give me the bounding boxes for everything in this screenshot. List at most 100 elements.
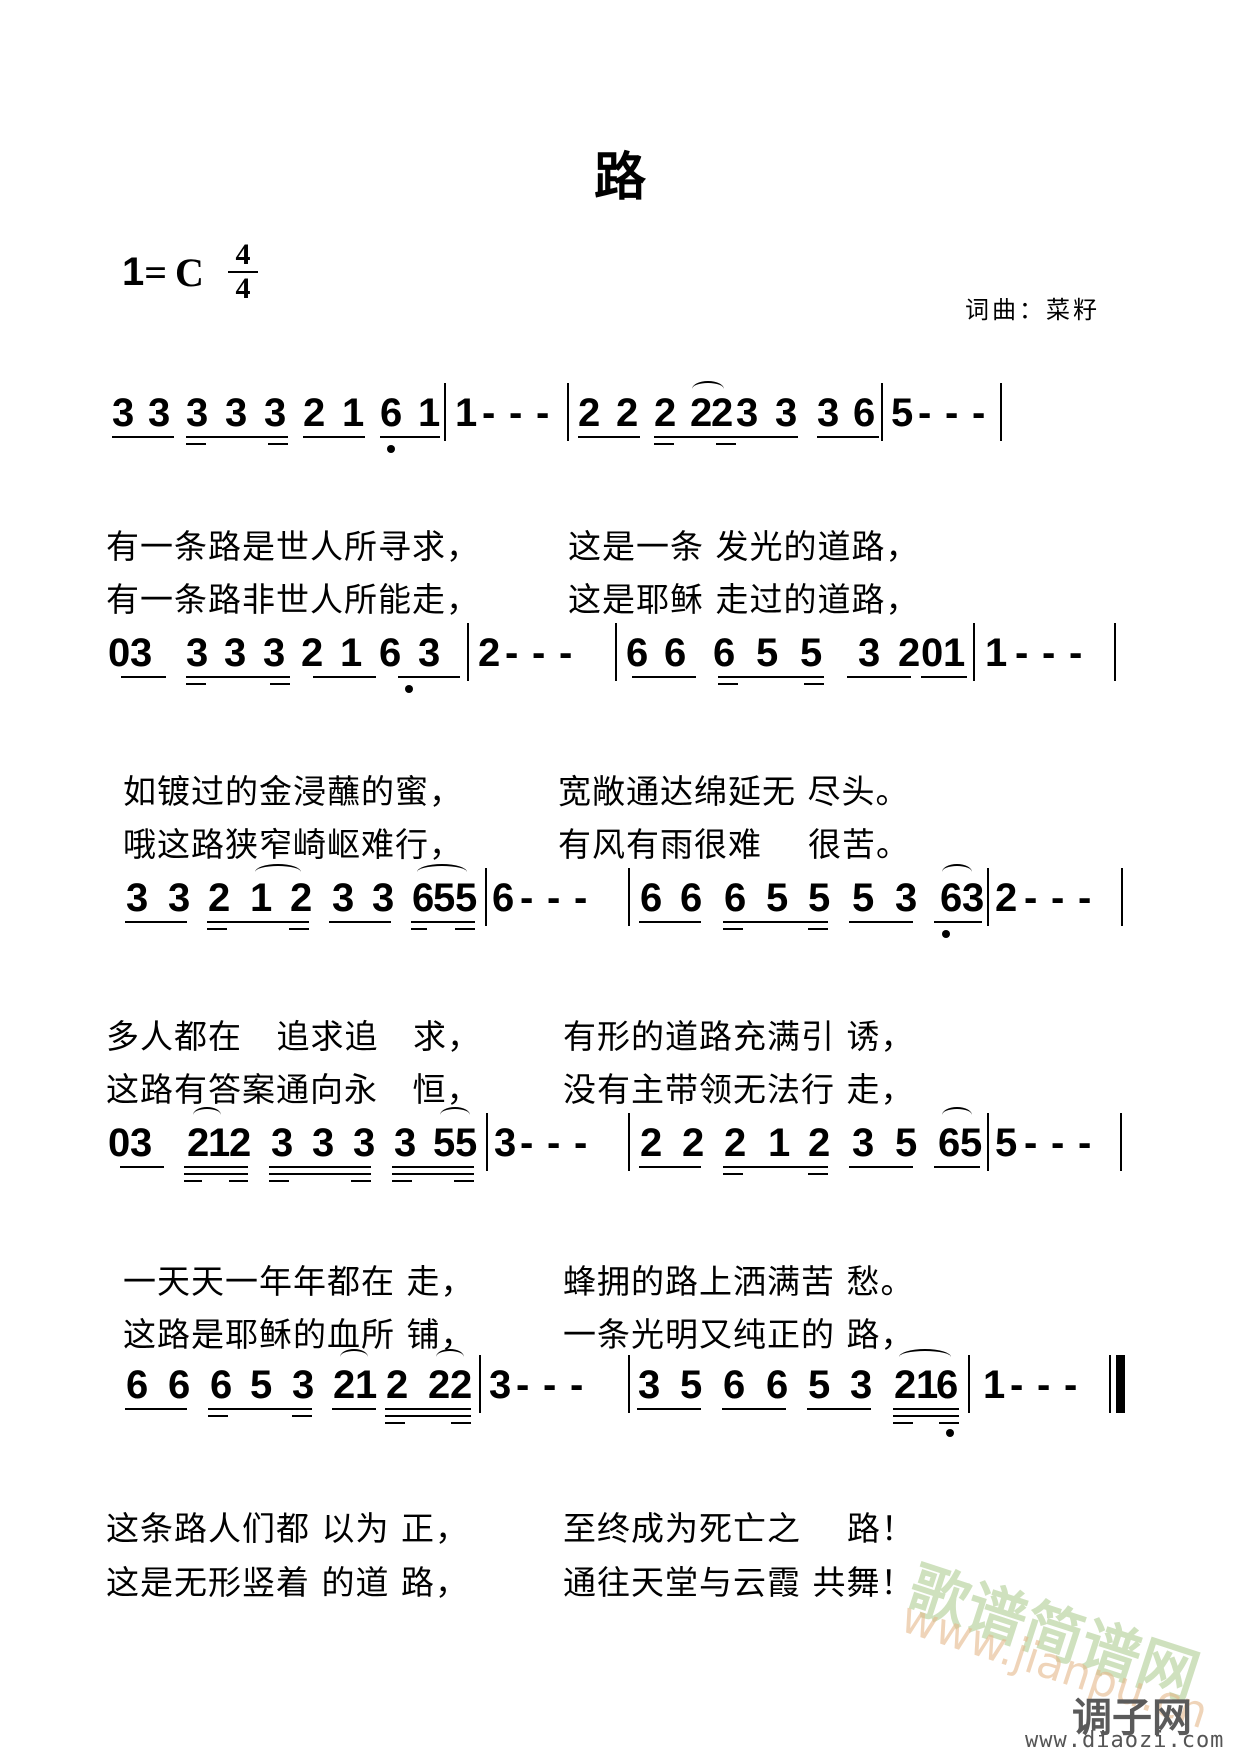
note: 3 bbox=[224, 631, 247, 675]
note: 3 bbox=[186, 391, 209, 435]
dash: - bbox=[1015, 631, 1029, 675]
note: 3 bbox=[775, 391, 798, 435]
underline bbox=[303, 436, 365, 438]
lyric-r5-v2-b: 通往天堂与云霞 共舞！ bbox=[563, 1563, 915, 1602]
underline bbox=[270, 683, 290, 685]
note: 5 bbox=[800, 631, 823, 675]
underline bbox=[269, 1173, 371, 1175]
dash: - bbox=[505, 631, 519, 675]
barline bbox=[1000, 383, 1002, 441]
underline bbox=[847, 676, 911, 678]
dash: - bbox=[1069, 631, 1083, 675]
underline bbox=[125, 1408, 187, 1410]
underline bbox=[289, 928, 309, 930]
underline bbox=[208, 1408, 312, 1410]
slur bbox=[255, 864, 301, 880]
underline bbox=[716, 443, 736, 445]
lyric-r1-v2-b: 这是耶稣 走过的道路， bbox=[568, 580, 920, 619]
note: 6 bbox=[936, 1363, 959, 1407]
lyric-r5-v1-b: 至终成为死亡之 路！ bbox=[563, 1509, 915, 1548]
underline bbox=[736, 436, 798, 438]
note: 2 bbox=[724, 1121, 747, 1165]
underline bbox=[208, 1415, 228, 1417]
dash: - bbox=[520, 876, 534, 920]
note: 2 bbox=[333, 1363, 356, 1407]
note: 6 bbox=[766, 1363, 789, 1407]
underline bbox=[921, 676, 967, 678]
barline bbox=[444, 383, 446, 441]
dash: - bbox=[1051, 876, 1065, 920]
composer-credit: 词曲：菜籽 bbox=[965, 296, 1100, 324]
underline bbox=[332, 1408, 376, 1410]
underline bbox=[184, 1180, 202, 1182]
underline bbox=[121, 676, 166, 678]
note: 2 bbox=[428, 1363, 451, 1407]
watermark-diaozi-brand: 调子网 bbox=[1072, 1695, 1192, 1741]
note: 2 bbox=[898, 631, 921, 675]
underline bbox=[392, 1166, 474, 1168]
underline bbox=[723, 1173, 743, 1175]
underline bbox=[654, 443, 674, 445]
note: 3 bbox=[264, 391, 287, 435]
note: 0 bbox=[108, 631, 131, 675]
underline bbox=[411, 928, 427, 930]
note: 3 bbox=[271, 1121, 294, 1165]
note: 3 bbox=[817, 391, 840, 435]
note: 1 bbox=[768, 1121, 791, 1165]
note: 3 bbox=[130, 631, 153, 675]
underline bbox=[392, 1173, 474, 1175]
barline bbox=[479, 1355, 481, 1413]
slur bbox=[340, 1349, 368, 1365]
underline bbox=[451, 1422, 471, 1424]
dash: - bbox=[516, 1363, 530, 1407]
note: 2 bbox=[995, 876, 1018, 920]
underline bbox=[723, 921, 828, 923]
barline bbox=[628, 868, 630, 926]
note: 6 bbox=[723, 1363, 746, 1407]
note: 2 bbox=[187, 1121, 210, 1165]
dash: - bbox=[536, 391, 550, 435]
underline bbox=[849, 1166, 913, 1168]
note: 5 bbox=[680, 1363, 703, 1407]
barline-double-thin bbox=[1109, 1355, 1111, 1413]
dash: - bbox=[547, 1121, 561, 1165]
note: 6 bbox=[412, 876, 435, 920]
underline bbox=[125, 921, 187, 923]
note: 3 bbox=[292, 1363, 315, 1407]
note: 3 bbox=[112, 391, 135, 435]
underline bbox=[411, 921, 475, 923]
underline bbox=[398, 676, 460, 678]
note: 6 bbox=[379, 631, 402, 675]
lyric-r4-v2-a: 这路是耶稣的血所 铺， bbox=[123, 1315, 475, 1354]
note: 5 bbox=[891, 391, 914, 435]
note: 1 bbox=[983, 1363, 1006, 1407]
dash: - bbox=[1042, 631, 1056, 675]
key-tonic: 1 bbox=[122, 249, 145, 294]
underline bbox=[269, 1166, 371, 1168]
underline bbox=[722, 1408, 786, 1410]
slur bbox=[440, 1107, 470, 1123]
underline bbox=[385, 1415, 471, 1417]
lyric-r2-v1-a: 如镀过的金浸蘸的蜜， bbox=[123, 772, 463, 811]
underline bbox=[807, 1408, 871, 1410]
staff-row-3: 3 3 2 1 2 3 3 6 5 5 6 - - - 6 6 6 5 5 5 … bbox=[0, 864, 1240, 958]
note: 5 bbox=[433, 876, 456, 920]
underline bbox=[455, 928, 475, 930]
note: 6 bbox=[680, 876, 703, 920]
note: 6 bbox=[626, 631, 649, 675]
barline bbox=[485, 868, 487, 926]
watermark-diaozi-url: www.diaozi.com bbox=[1025, 1728, 1225, 1753]
note: 5 bbox=[766, 876, 789, 920]
barline bbox=[467, 623, 469, 681]
dash: - bbox=[574, 1121, 588, 1165]
underline bbox=[804, 683, 824, 685]
lyric-r3-v2-a: 这路有答案通向永 恒， bbox=[106, 1070, 481, 1109]
lyric-r1-v2-a: 有一条路非世人所能走， bbox=[106, 580, 480, 619]
note: 2 bbox=[450, 1363, 473, 1407]
barline bbox=[968, 1355, 970, 1413]
time-bottom: 4 bbox=[235, 272, 251, 305]
note: 3 bbox=[148, 391, 171, 435]
note: 6 bbox=[210, 1363, 233, 1407]
slur bbox=[899, 1349, 951, 1365]
note: 1 bbox=[208, 1121, 231, 1165]
